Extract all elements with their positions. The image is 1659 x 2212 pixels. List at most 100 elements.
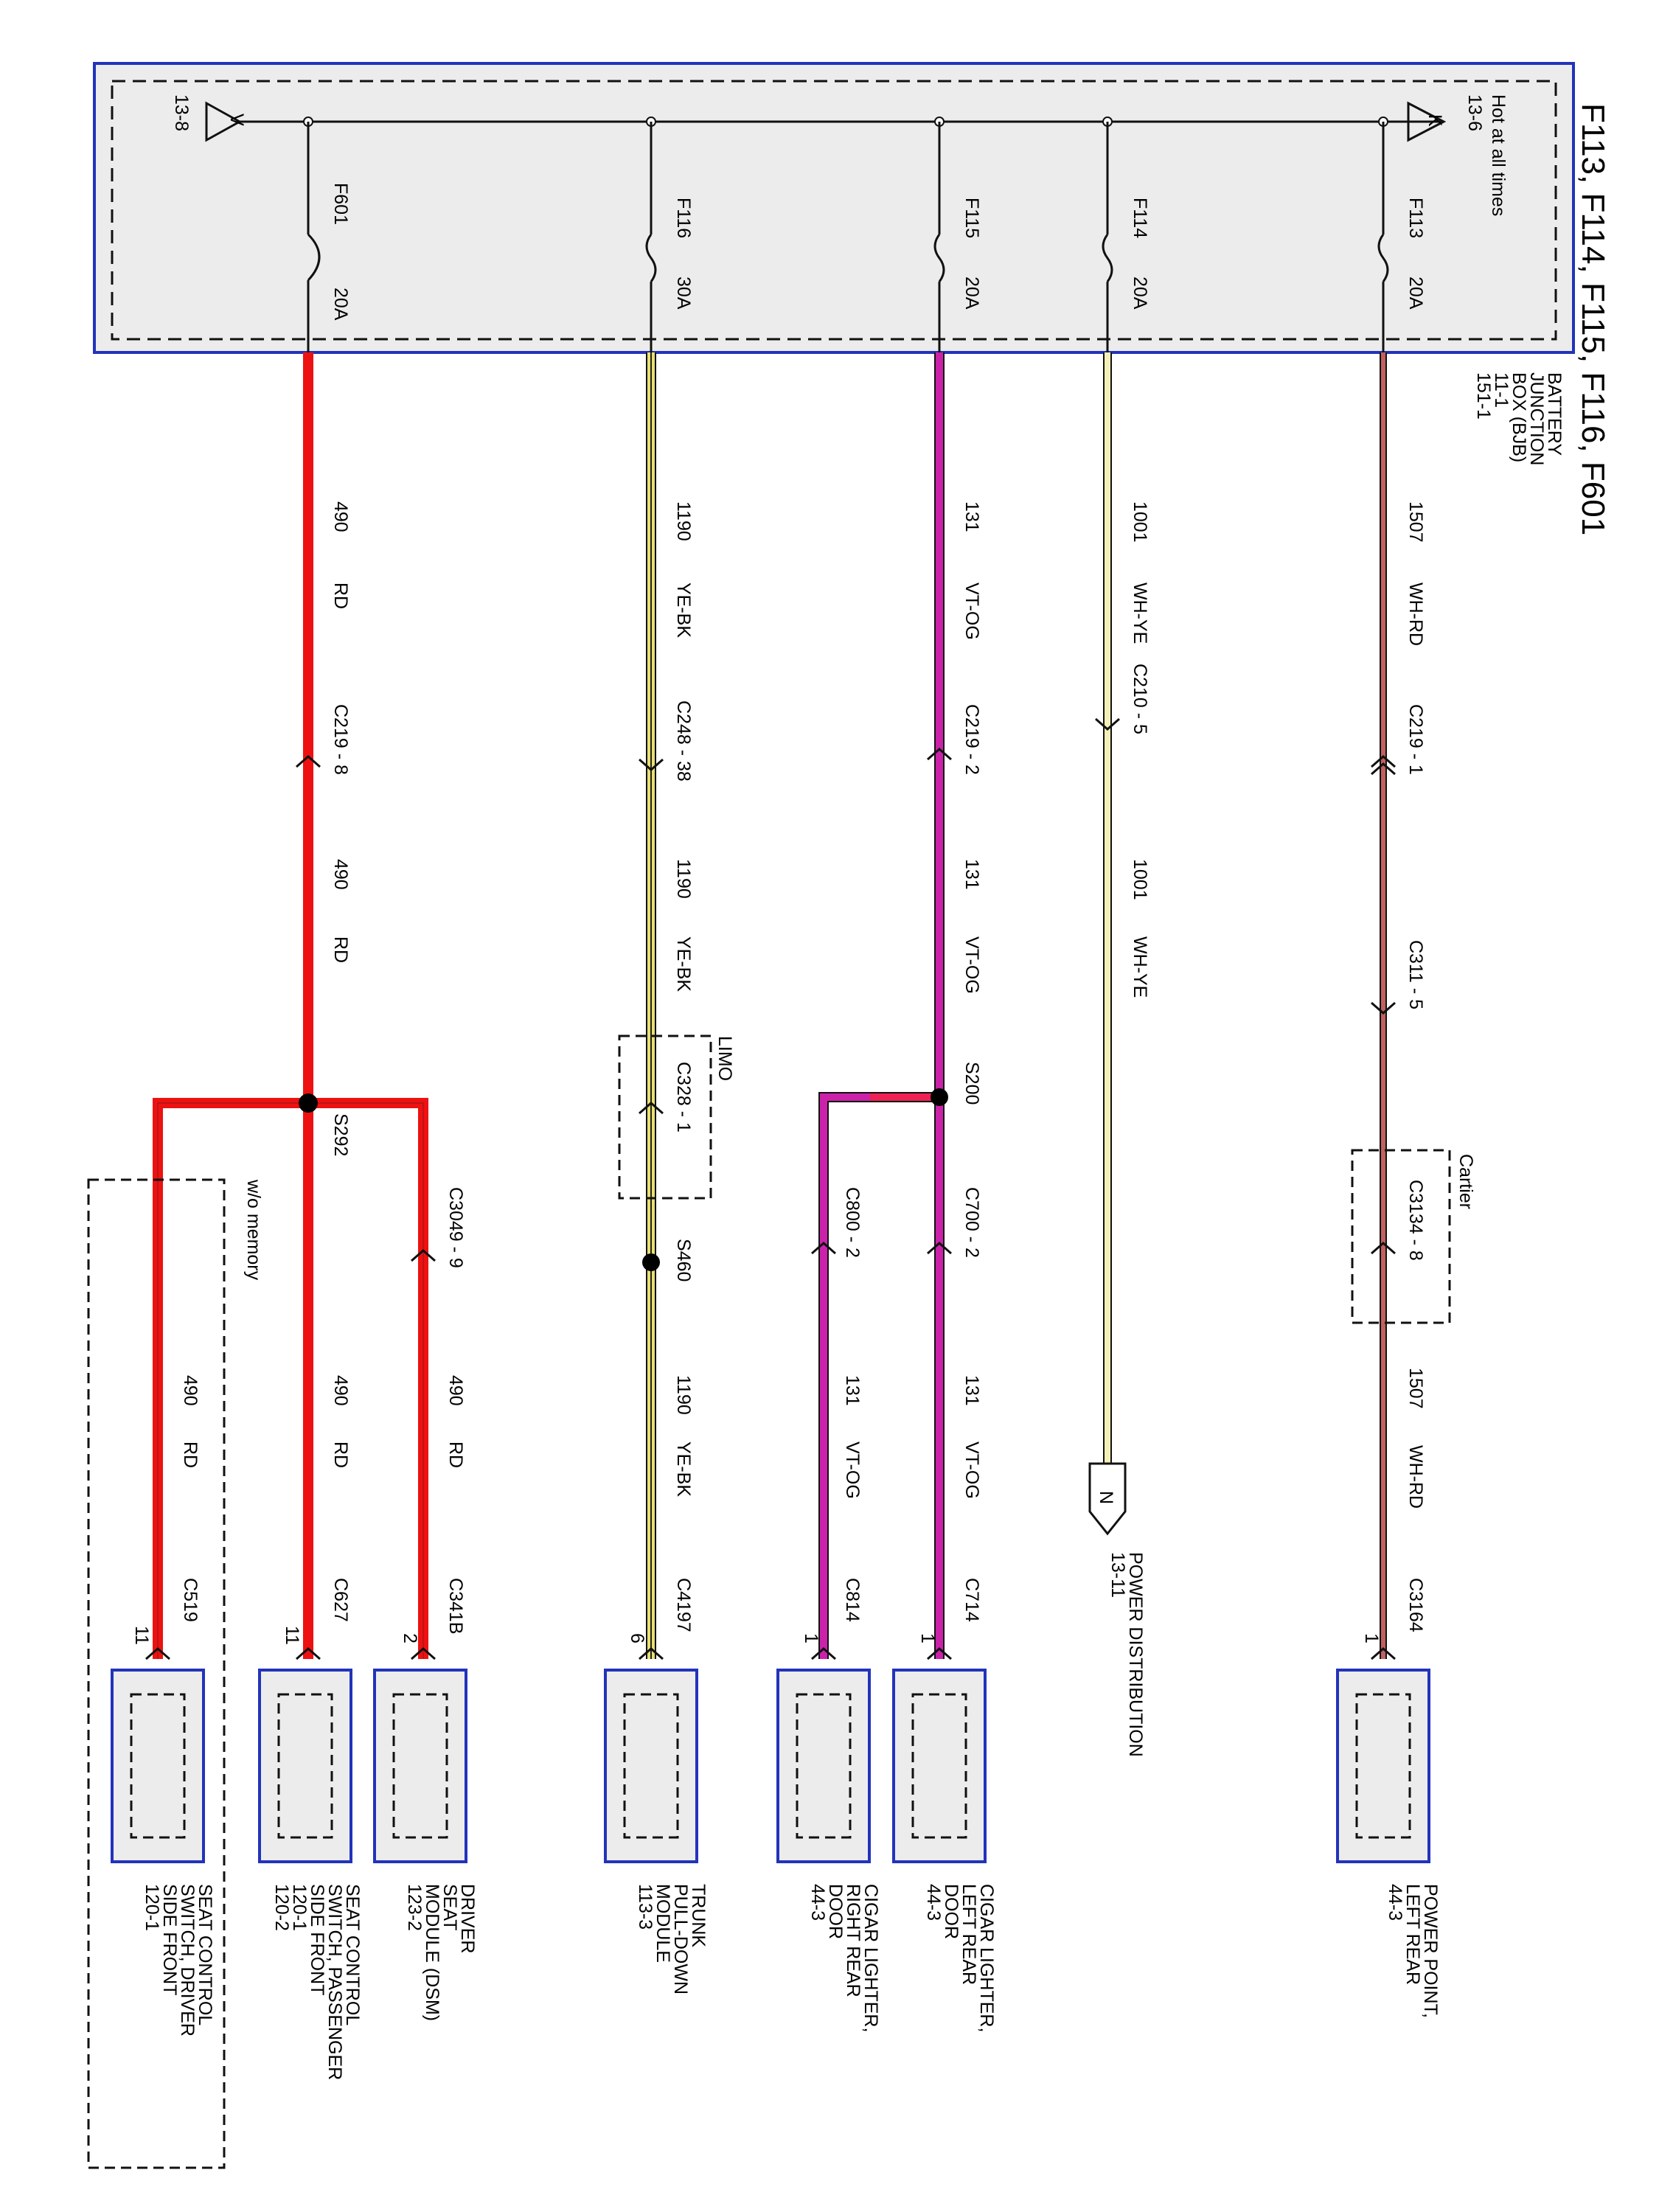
svg-text:44-3: 44-3: [1385, 1884, 1405, 1921]
svg-text:WH-YE: WH-YE: [1130, 936, 1150, 998]
svg-text:SEAT CONTROL: SEAT CONTROL: [342, 1884, 363, 2025]
component-seat-passenger-box: [258, 1669, 352, 1863]
cartier-option-box: [1351, 1149, 1451, 1324]
svg-text:VT-OG: VT-OG: [961, 936, 982, 994]
inline-connector-markers: [145, 717, 1396, 1660]
fuse-f114-id: F114: [1130, 198, 1150, 238]
svg-text:123-2: 123-2: [404, 1884, 425, 1931]
svg-text:S460: S460: [673, 1239, 694, 1281]
svg-text:BATTERY: BATTERY: [1544, 372, 1565, 456]
svg-text:RD: RD: [330, 582, 351, 609]
svg-text:11: 11: [282, 1626, 302, 1645]
splice-s292: [299, 1093, 318, 1113]
svg-text:C800 - 2: C800 - 2: [842, 1187, 863, 1258]
svg-text:1001: 1001: [1130, 859, 1150, 900]
svg-text:C3164: C3164: [1405, 1578, 1426, 1632]
svg-text:C328 - 1: C328 - 1: [673, 1062, 694, 1133]
fuse-f116-rating: 30A: [673, 276, 694, 310]
component-boxes: [111, 1669, 1430, 1863]
svg-text:SIDE FRONT: SIDE FRONT: [159, 1884, 180, 1995]
input-arrow-letter: K: [1425, 114, 1445, 127]
svg-text:1507: 1507: [1405, 501, 1426, 543]
component-dsm-box: [373, 1669, 467, 1863]
svg-text:C3134 - 8: C3134 - 8: [1405, 1180, 1426, 1261]
svg-text:151-1: 151-1: [1473, 372, 1494, 420]
svg-text:LEFT REAR: LEFT REAR: [1402, 1884, 1423, 1985]
svg-text:120-1: 120-1: [142, 1884, 162, 1931]
svg-text:PULL-DOWN: PULL-DOWN: [670, 1884, 691, 1994]
splice-s460: [642, 1253, 660, 1271]
svg-text:YE-BK: YE-BK: [673, 1441, 694, 1497]
svg-text:Cartier: Cartier: [1455, 1154, 1476, 1209]
svg-text:POWER POINT,: POWER POINT,: [1420, 1884, 1441, 2018]
svg-text:BOX (BJB): BOX (BJB): [1509, 372, 1529, 462]
svg-text:YE-BK: YE-BK: [673, 582, 694, 638]
svg-text:44-3: 44-3: [807, 1884, 828, 1921]
svg-text:C627: C627: [330, 1578, 351, 1622]
svg-text:RD: RD: [180, 1441, 201, 1468]
svg-text:131: 131: [961, 1375, 982, 1406]
svg-text:TRUNK: TRUNK: [688, 1884, 709, 1947]
fuse-f114-rating: 20A: [1130, 276, 1150, 310]
fuse-f115-id: F115: [961, 198, 982, 238]
ref-13-8: 13-8: [171, 94, 192, 131]
svg-text:490: 490: [330, 501, 351, 532]
fuse-f113-id: F113: [1405, 198, 1426, 238]
svg-text:RIGHT REAR: RIGHT REAR: [843, 1884, 863, 1997]
circuit-490: 490 RD C219 - 8 490 RD S292 C3049 - 9 49…: [87, 352, 466, 2169]
svg-text:C814: C814: [842, 1578, 863, 1622]
limo-option-box: [618, 1034, 712, 1200]
svg-text:120-1: 120-1: [289, 1884, 310, 1931]
svg-text:1190: 1190: [673, 501, 694, 541]
svg-text:DRIVER: DRIVER: [457, 1884, 478, 1953]
bjb-inner-outline: [111, 80, 1557, 341]
svg-text:S292: S292: [330, 1113, 351, 1156]
component-cigar-left-box: [892, 1669, 987, 1863]
svg-text:2: 2: [400, 1633, 420, 1644]
svg-text:CIGAR LIGHTER,: CIGAR LIGHTER,: [860, 1884, 881, 2032]
component-cigar-right-box: [776, 1669, 871, 1863]
svg-text:w/o memory: w/o memory: [243, 1179, 264, 1281]
circuit-1507: 1507 WH-RD C219 - 1 C311 - 5 Cartier C31…: [1351, 352, 1476, 1659]
svg-text:1: 1: [1361, 1633, 1382, 1644]
svg-text:C219 - 2: C219 - 2: [961, 704, 982, 775]
svg-text:131: 131: [961, 859, 982, 890]
output-arrow-v: [205, 101, 243, 142]
svg-text:WH-RD: WH-RD: [1405, 1445, 1426, 1509]
circuit-1001: 1001 WH-YE C210 - 5 1001 WH-YE N POWER D…: [1088, 352, 1150, 1757]
svg-text:C519: C519: [180, 1578, 201, 1622]
hot-label: Hot at all times: [1488, 94, 1509, 216]
svg-text:C219 - 1: C219 - 1: [1405, 704, 1426, 775]
svg-text:44-3: 44-3: [923, 1884, 944, 1921]
svg-text:SEAT: SEAT: [439, 1884, 460, 1930]
svg-text:C700 - 2: C700 - 2: [961, 1187, 982, 1258]
svg-text:DOOR: DOOR: [941, 1884, 961, 1939]
svg-text:YE-BK: YE-BK: [673, 936, 694, 992]
svg-text:490: 490: [330, 859, 351, 890]
circuit-131: 131 VT-OG C219 - 2 131 VT-OG S200 C700 -…: [801, 352, 982, 1659]
fuse-f113-rating: 20A: [1405, 276, 1426, 310]
title-rotated: F113, F114, F115, F116, F601: [1575, 103, 1611, 535]
svg-text:C311 - 5: C311 - 5: [1405, 940, 1426, 1009]
bjb-box: [93, 62, 1575, 354]
svg-text:490: 490: [445, 1375, 466, 1406]
component-trunk-box: [604, 1669, 698, 1863]
splice-s200: [931, 1088, 948, 1106]
fuse-f115-rating: 20A: [961, 276, 982, 310]
svg-text:113-3: 113-3: [635, 1884, 655, 1930]
svg-text:RD: RD: [330, 1441, 351, 1468]
svg-text:1507: 1507: [1405, 1368, 1426, 1409]
svg-text:C248 - 38: C248 - 38: [673, 700, 694, 782]
svg-text:13-11: 13-11: [1107, 1552, 1128, 1598]
output-arrow-letter: V: [226, 114, 247, 126]
svg-text:SIDE FRONT: SIDE FRONT: [307, 1884, 327, 1995]
svg-text:C3049 - 9: C3049 - 9: [445, 1187, 466, 1268]
svg-text:CIGAR LIGHTER,: CIGAR LIGHTER,: [976, 1884, 997, 2032]
ref-13-6: 13-6: [1464, 94, 1485, 131]
fuse-f601-rating: 20A: [330, 288, 351, 321]
component-seat-driver-box: [111, 1669, 205, 1863]
svg-text:VT-OG: VT-OG: [842, 1441, 863, 1499]
svg-text:C210 - 5: C210 - 5: [1130, 664, 1150, 734]
svg-text:131: 131: [842, 1375, 863, 1406]
